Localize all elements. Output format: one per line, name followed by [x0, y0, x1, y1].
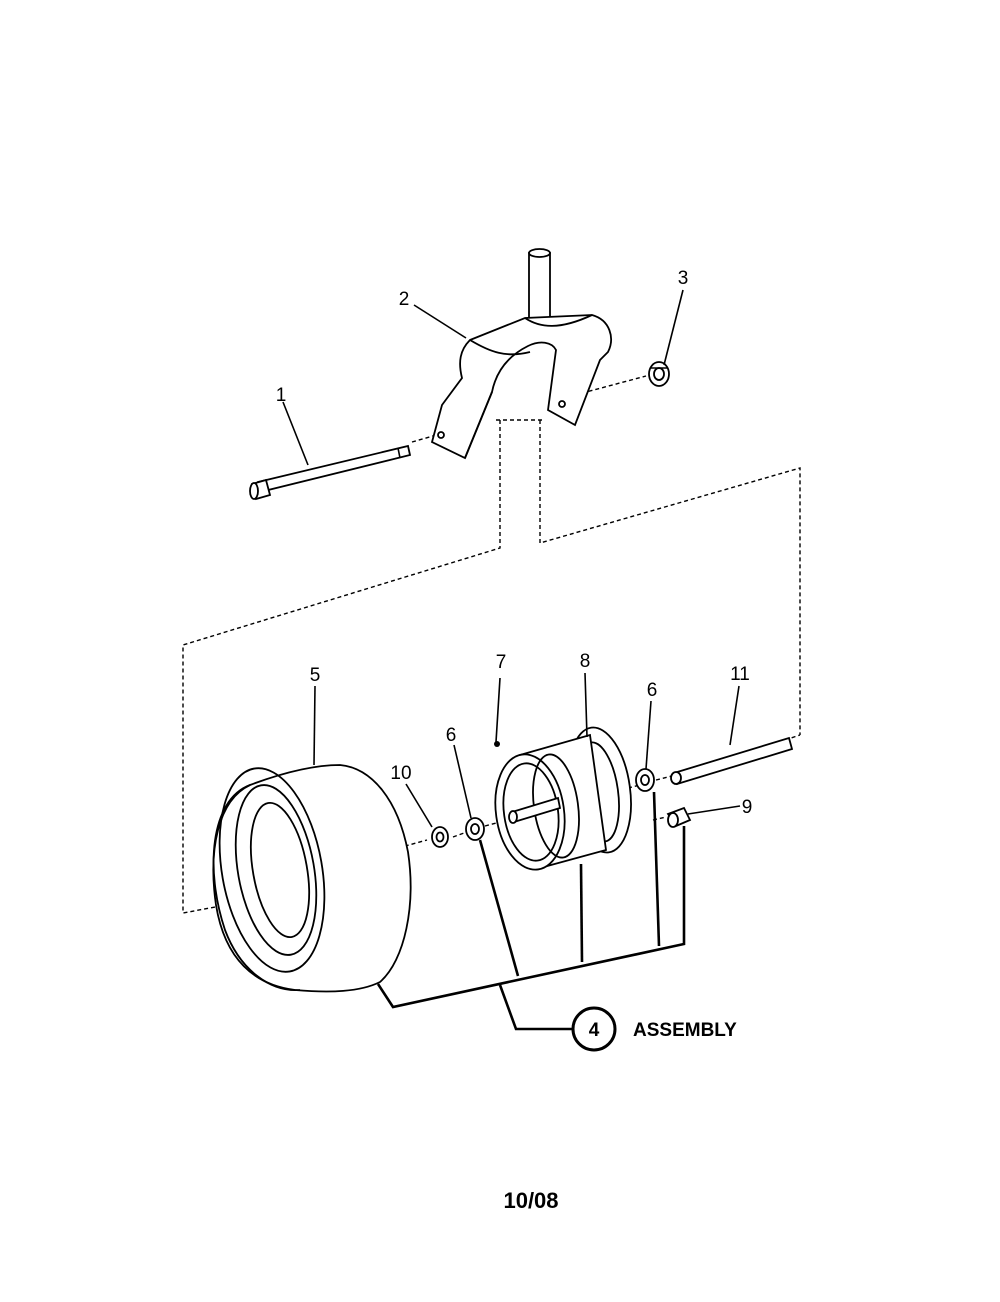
callout-6-right: 6 [647, 680, 658, 701]
leader-lines [282, 289, 741, 828]
callout-8: 8 [580, 651, 591, 672]
tire [212, 764, 412, 993]
lock-nut [648, 361, 670, 387]
callout-1: 1 [276, 385, 287, 406]
rim [494, 726, 632, 871]
callout-2: 2 [399, 289, 410, 310]
footer-date: 10/08 [503, 1188, 558, 1213]
spacer [431, 826, 449, 848]
bearing-right [635, 768, 655, 792]
callout-11: 11 [730, 664, 750, 685]
long-bolt [249, 444, 412, 501]
caster-fork [430, 248, 612, 460]
valve-stem-tip [494, 741, 500, 747]
callout-7: 7 [496, 652, 507, 673]
callout-5: 5 [310, 665, 321, 686]
callout-6-left: 6 [446, 725, 457, 746]
callout-9: 9 [742, 797, 753, 818]
callout-4: 4 [589, 1020, 600, 1041]
bearing-left [465, 817, 485, 841]
callout-labels: 1 2 3 5 10 6 7 8 6 11 9 4 ASSEMBLY [276, 268, 753, 1041]
assembly-label: ASSEMBLY [633, 1020, 737, 1041]
callout-10: 10 [390, 763, 411, 784]
callout-3: 3 [678, 268, 689, 289]
assembly-bracket [376, 791, 686, 1052]
axle-tube [670, 736, 794, 786]
grease-fitting [666, 806, 692, 828]
